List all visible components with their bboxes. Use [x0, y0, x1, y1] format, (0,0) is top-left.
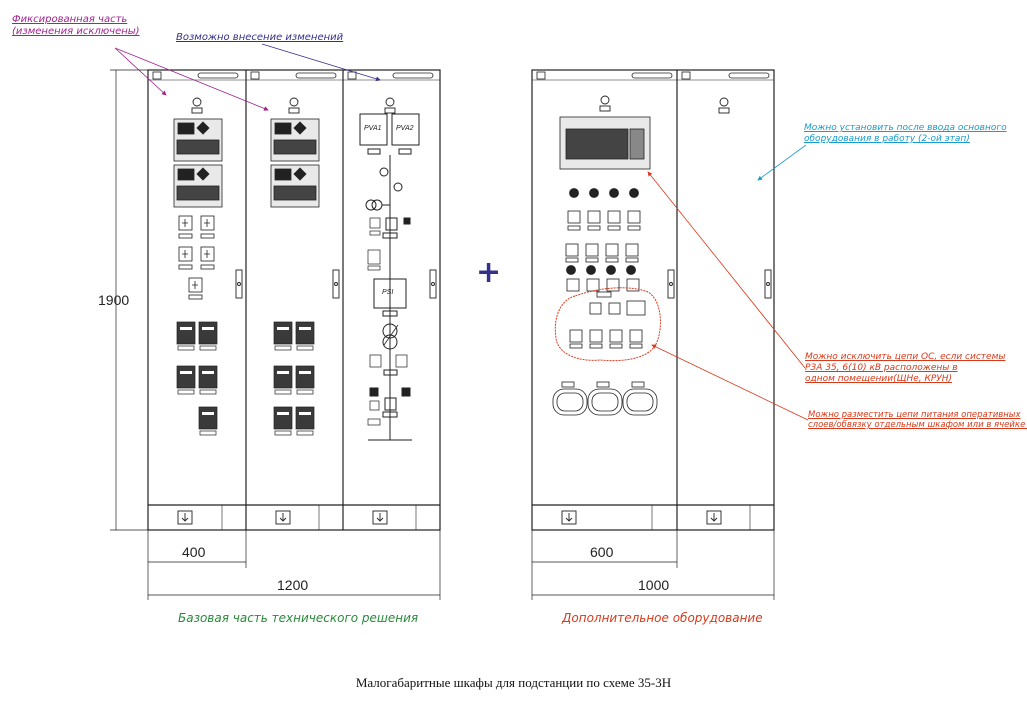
base-cabinets — [147, 69, 441, 531]
extra-cabinets — [531, 69, 775, 531]
psi-label: PSI — [382, 289, 394, 296]
page-title: Малогабаритные шкафы для подстанции по с… — [355, 675, 672, 690]
exclude-oc-line1: Можно исключить цепи ОС, если системы — [805, 352, 1006, 362]
top-lamps — [191, 95, 730, 114]
install-later-line1: Можно установить после ввода основного — [804, 123, 1007, 133]
exclude-oc-note: Можно исключить цепи ОС, если системы РЗ… — [805, 352, 1005, 385]
plinth-vents — [177, 510, 722, 525]
height-dimension: 1900 — [98, 292, 130, 308]
fixed-part-note: Фиксированная часть (изменения исключены… — [12, 14, 140, 38]
top-badges — [152, 71, 770, 80]
base-total-width: 1200 — [277, 577, 309, 593]
pva1-label: PVA1 — [364, 125, 382, 132]
place-power-note: Можно разместить цепи питания оперативны… — [808, 410, 1027, 430]
leader-lines — [114, 43, 809, 421]
extra-controls — [552, 188, 658, 416]
extra-caption: Дополнительное оборудование — [562, 611, 763, 625]
place-power-line1: Можно разместить цепи питания оперативны… — [808, 410, 1021, 420]
exclude-oc-line2: РЗА 35, 6(10) кВ расположены в — [805, 363, 958, 373]
exclude-oc-line3: одном помещении(ЩНе, КРУН) — [805, 374, 953, 384]
optional-circuits-outline — [554, 287, 661, 362]
switches-cab1 — [178, 215, 215, 300]
changeable-note: Возможно внесение изменений — [176, 32, 344, 43]
install-later-line2: оборудования в работу (2-ой этап) — [804, 134, 970, 144]
dimension-lines — [110, 69, 775, 600]
place-power-line2: слоев/обвязку отдельным шкафом или в яче… — [808, 420, 1027, 430]
extra-cabinet-width: 600 — [590, 544, 614, 560]
fixed-part-line2: (изменения исключены) — [12, 26, 140, 37]
pva2-label: PVA2 — [396, 125, 414, 132]
terminal-blocks — [176, 321, 315, 436]
base-caption: Базовая часть технического решения — [178, 611, 419, 625]
plus-sign: + — [476, 255, 502, 290]
extra-relay-panel — [559, 116, 651, 170]
extra-total-width: 1000 — [638, 577, 670, 593]
door-handles — [235, 269, 772, 299]
install-later-note: Можно установить после ввода основного о… — [804, 123, 1007, 145]
base-cabinet-width: 400 — [182, 544, 206, 560]
relay-units — [173, 118, 320, 208]
fixed-part-line1: Фиксированная часть — [12, 14, 128, 25]
mimic-diagram — [359, 113, 420, 441]
